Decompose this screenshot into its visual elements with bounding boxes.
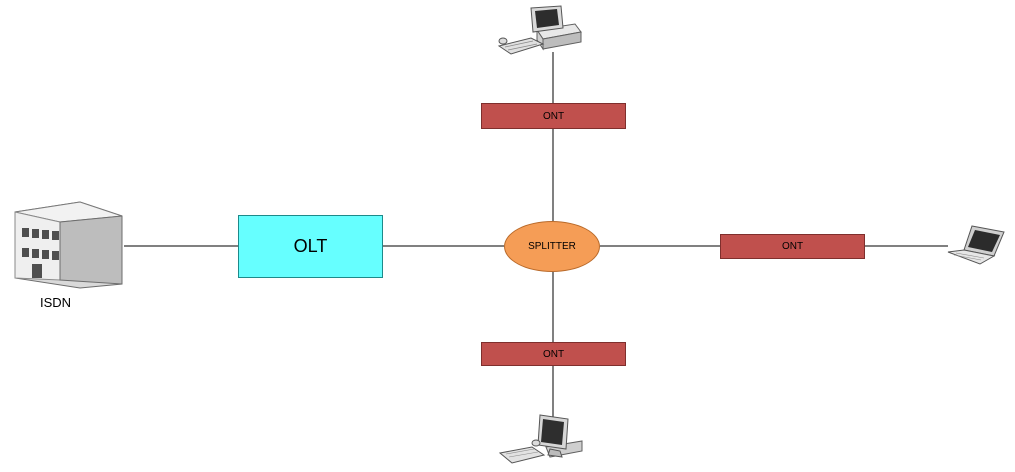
ont-bottom-label: ONT bbox=[542, 348, 565, 360]
splitter-label: SPLITTER bbox=[528, 241, 576, 252]
ont-bottom-node: ONT bbox=[481, 342, 626, 366]
ont-top-node: ONT bbox=[481, 103, 626, 129]
building-icon bbox=[14, 201, 123, 289]
ont-right-node: ONT bbox=[720, 234, 865, 259]
olt-label: OLT bbox=[293, 236, 328, 256]
flat-panel-computer-icon bbox=[498, 414, 583, 464]
laptop-icon bbox=[947, 225, 1005, 265]
ont-top-label: ONT bbox=[542, 110, 565, 122]
ont-right-label: ONT bbox=[781, 241, 804, 252]
splitter-node: SPLITTER bbox=[504, 221, 600, 272]
isdn-label: ISDN bbox=[40, 295, 72, 310]
desktop-computer-icon bbox=[497, 5, 582, 55]
olt-node: OLT bbox=[238, 215, 383, 278]
